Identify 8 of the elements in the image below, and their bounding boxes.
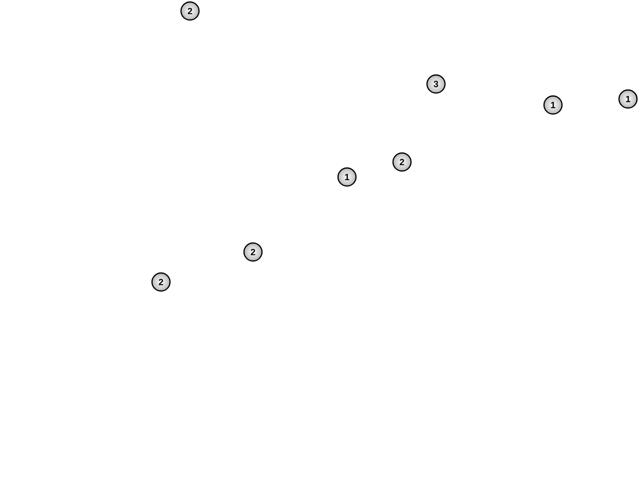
callout-number: 2 — [243, 242, 263, 262]
callout-number: 1 — [337, 167, 357, 187]
callout-number: 1 — [543, 95, 563, 115]
callout-number: 2 — [392, 152, 412, 172]
callout-number: 2 — [180, 1, 200, 21]
callout-number: 3 — [426, 74, 446, 94]
callout-number: 2 — [151, 272, 171, 292]
callout-number: 1 — [618, 89, 638, 109]
